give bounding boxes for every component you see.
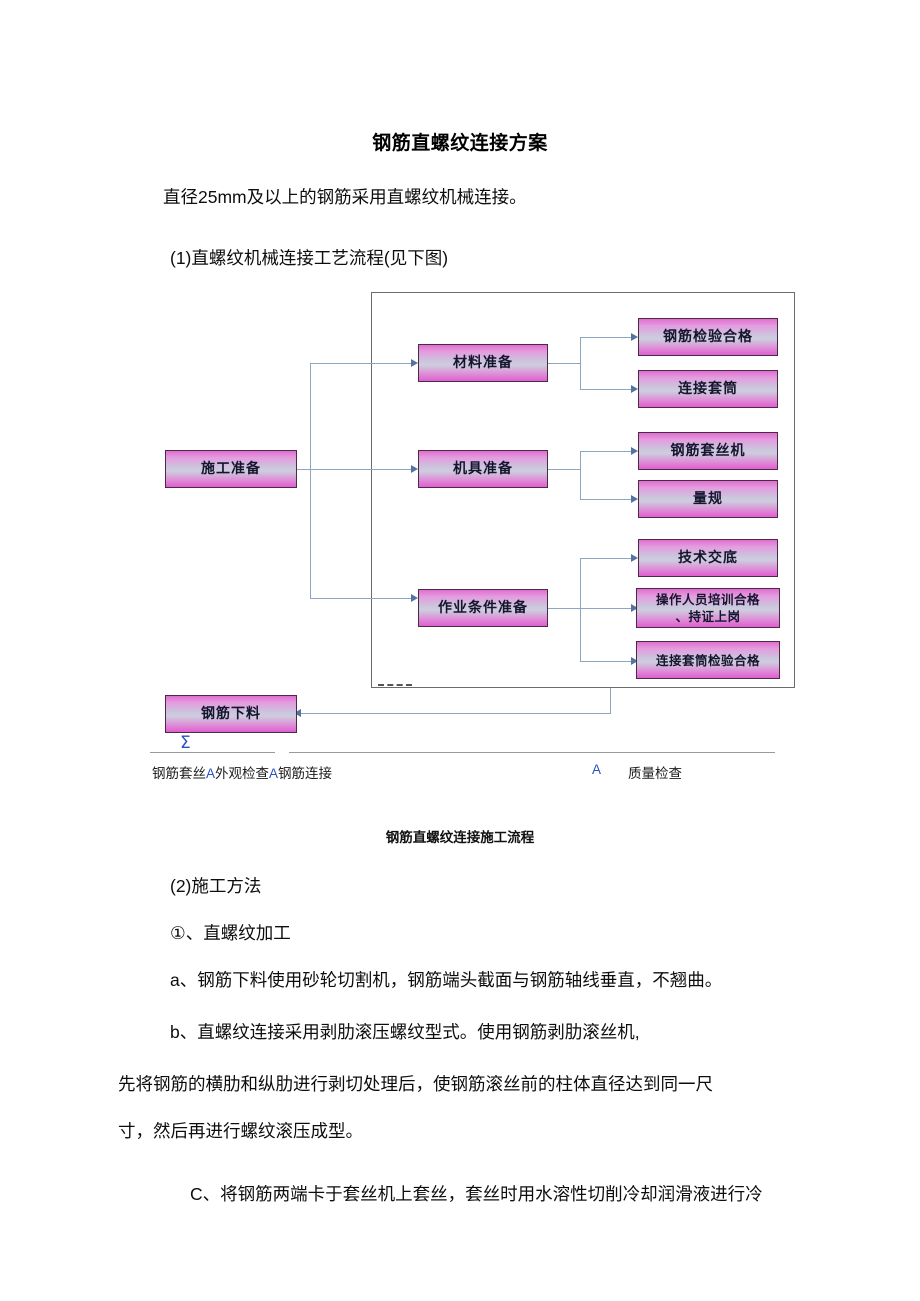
arrow-to-cutting-icon [294, 709, 301, 717]
node-label: 施工准备 [201, 460, 261, 477]
node-label: 连接套筒检验合格 [655, 652, 760, 668]
node-label: 技术交底 [678, 549, 738, 566]
node-label: 连接套筒 [678, 380, 738, 397]
arrow-coupler-inspection-icon [631, 657, 638, 665]
connector-to-workcond [310, 598, 415, 599]
dashed-connector-stub [378, 684, 412, 686]
connector-to-material [310, 363, 415, 364]
preparation-group-container [371, 292, 795, 688]
connector-material-split [580, 337, 581, 389]
arrow-technical-disclosure-icon [631, 554, 638, 562]
connector-machine-split [580, 451, 581, 499]
page-title: 钢筋直螺纹连接方案 [372, 133, 548, 154]
connector-machine-out [548, 469, 580, 470]
node-operator-training-certified: 操作人员培训合格 、持证上岗 [636, 588, 780, 628]
node-coupler-inspection-passed: 连接套筒检验合格 [636, 641, 780, 679]
node-rebar-inspection-passed: 钢筋检验合格 [638, 318, 778, 356]
connector-workcond-mid [580, 608, 635, 609]
sigma-symbol: Σ [180, 733, 191, 753]
node-label: 量规 [693, 490, 723, 507]
connector-machine-top [580, 451, 635, 452]
legend-divider-line [150, 752, 775, 753]
legend-seq-prefix: 钢筋套丝 [152, 766, 206, 781]
arrow-coupler-icon [631, 385, 638, 393]
arrow-to-workcond-icon [411, 594, 418, 602]
connector-material-top [580, 337, 635, 338]
subsection-1-heading: ①、直螺纹加工 [170, 923, 291, 943]
connector-workcond-out [548, 608, 580, 609]
arrow-to-machine-icon [411, 465, 418, 473]
connector-to-machine [330, 469, 415, 470]
connector-machine-bottom [580, 499, 635, 500]
section-1-heading: (1)直螺纹机械连接工艺流程(见下图) [170, 248, 449, 268]
paragraph-a: a、钢筋下料使用砂轮切割机，钢筋端头截面与钢筋轴线垂直，不翘曲。 [170, 970, 723, 990]
connector-workcond-top [580, 558, 635, 559]
connector-workcond-bottom [580, 661, 635, 662]
node-label-line-2: 、持证上岗 [675, 609, 741, 624]
connector-material-out [548, 363, 580, 364]
paragraph-b-line-3: 寸，然后再进行螺纹滚压成型。 [118, 1121, 363, 1141]
node-technical-disclosure: 技术交底 [638, 539, 778, 577]
arrow-threading-machine-icon [631, 447, 638, 455]
node-construction-preparation: 施工准备 [165, 450, 297, 488]
paragraph-b-line-2: 先将钢筋的横肋和纵肋进行剥切处理后，使钢筋滚丝前的柱体直径达到同一尺 [118, 1074, 713, 1094]
legend-sequence-text: 钢筋套丝A外观检查A钢筋连接 [152, 762, 332, 782]
paragraph-b-line-1: b、直螺纹连接采用剥肋滚压螺纹型式。使用钢筋剥肋滚丝机, [170, 1022, 640, 1042]
legend-seq-suffix: 钢筋连接 [278, 766, 333, 781]
node-rebar-threading-machine: 钢筋套丝机 [638, 432, 778, 470]
section-2-heading: (2)施工方法 [170, 876, 262, 896]
node-label: 钢筋检验合格 [663, 328, 753, 345]
node-label: 钢筋套丝机 [670, 442, 746, 459]
connector-branch-trunk [310, 363, 311, 598]
legend-marker-a-1: A [206, 766, 216, 781]
connector-workcond-split [580, 558, 581, 661]
arrow-operator-training-icon [631, 604, 638, 612]
paragraph-c: C、将钢筋两端卡于套丝机上套丝，套丝时用水溶性切削冷却润滑液进行冷 [190, 1184, 763, 1204]
connector-start-out [297, 469, 361, 470]
node-machine-preparation: 机具准备 [418, 450, 548, 488]
intro-paragraph: 直径25mm及以上的钢筋采用直螺纹机械连接。 [163, 187, 527, 207]
node-label: 材料准备 [453, 354, 513, 371]
legend-seq-mid: 外观检查 [215, 766, 270, 781]
legend-marker-a-2: A [269, 766, 279, 781]
figure-caption: 钢筋直螺纹连接施工流程 [385, 830, 535, 845]
legend-quality-label: 质量检查 [628, 766, 682, 781]
legend-quality-marker: A [592, 762, 602, 777]
node-label-line-1: 操作人员培训合格 [655, 592, 760, 607]
node-label: 钢筋下料 [201, 705, 261, 722]
connector-to-cutting [300, 713, 611, 714]
arrow-gauge-icon [631, 495, 638, 503]
node-gauge: 量规 [638, 480, 778, 518]
connector-material-bottom [580, 389, 635, 390]
arrow-rebar-inspection-icon [631, 333, 638, 341]
connector-group-down [610, 688, 611, 713]
arrow-to-material-icon [411, 359, 418, 367]
node-connecting-coupler: 连接套筒 [638, 370, 778, 408]
node-label: 机具准备 [453, 460, 513, 477]
node-label: 作业条件准备 [438, 599, 528, 616]
node-rebar-cutting: 钢筋下料 [165, 695, 297, 733]
node-material-preparation: 材料准备 [418, 344, 548, 382]
legend-divider-gap [275, 750, 289, 754]
node-work-condition-preparation: 作业条件准备 [418, 589, 548, 627]
